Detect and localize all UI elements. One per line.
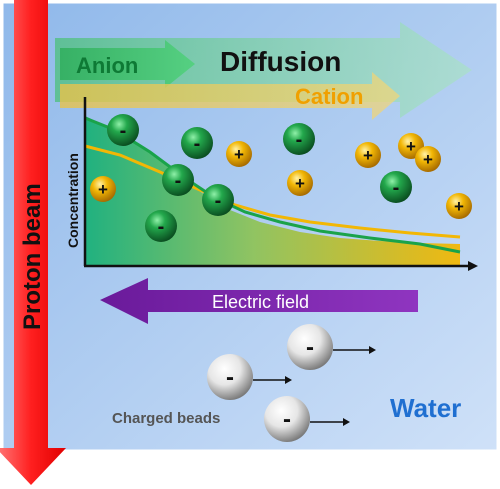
anion-concentration-line (84, 116, 461, 254)
svg-text:+: + (423, 150, 433, 169)
anion-label: Anion (76, 53, 138, 78)
svg-text:-: - (194, 133, 201, 155)
anion-particle: - (283, 123, 315, 155)
anion-particle: - (145, 210, 177, 242)
diffusion-label: Diffusion (220, 46, 341, 77)
svg-text:-: - (120, 120, 127, 142)
cation-arrow (60, 72, 400, 120)
svg-text:-: - (158, 216, 165, 238)
cation-concentration-line (84, 144, 461, 239)
svg-text:+: + (295, 174, 305, 193)
concentration-axis-label: Concentration (65, 153, 81, 248)
electric-field-arrow (100, 278, 418, 324)
electric-field-label: Electric field (212, 292, 309, 312)
anion-particle: - (107, 114, 139, 146)
svg-text:+: + (363, 146, 373, 165)
x-axis-arrowhead (468, 261, 478, 271)
svg-text:-: - (296, 129, 303, 151)
svg-text:-: - (393, 177, 400, 199)
svg-text:-: - (215, 190, 222, 212)
anion-particle: - (181, 127, 213, 159)
anion-particle: - (202, 184, 234, 216)
charged-bead: - (287, 324, 376, 370)
cation-particle: + (355, 142, 381, 168)
cation-particle: + (90, 176, 116, 202)
svg-text:+: + (98, 180, 108, 199)
water-label: Water (390, 393, 461, 423)
cation-label: Cation (295, 84, 363, 109)
charged-bead: - (264, 396, 350, 442)
proton-beam-label: Proton beam (19, 183, 46, 330)
svg-text:-: - (175, 170, 182, 192)
svg-text:-: - (226, 364, 234, 391)
anion-arrow (60, 40, 195, 88)
anion-particle: - (162, 164, 194, 196)
svg-text:+: + (454, 197, 464, 216)
charged-beads-label: Charged beads (112, 410, 220, 427)
svg-text:-: - (283, 406, 291, 433)
cation-particle: + (287, 170, 313, 196)
svg-text:-: - (306, 334, 314, 361)
anion-particle: - (380, 171, 412, 203)
proton-beam-arrow (0, 0, 66, 485)
cation-particle: + (415, 146, 441, 172)
cation-particle: + (446, 193, 472, 219)
charged-bead: - (207, 354, 292, 400)
svg-text:+: + (234, 145, 244, 164)
concentration-area (85, 116, 460, 265)
svg-text:+: + (406, 137, 416, 156)
cation-particle: + (226, 141, 252, 167)
